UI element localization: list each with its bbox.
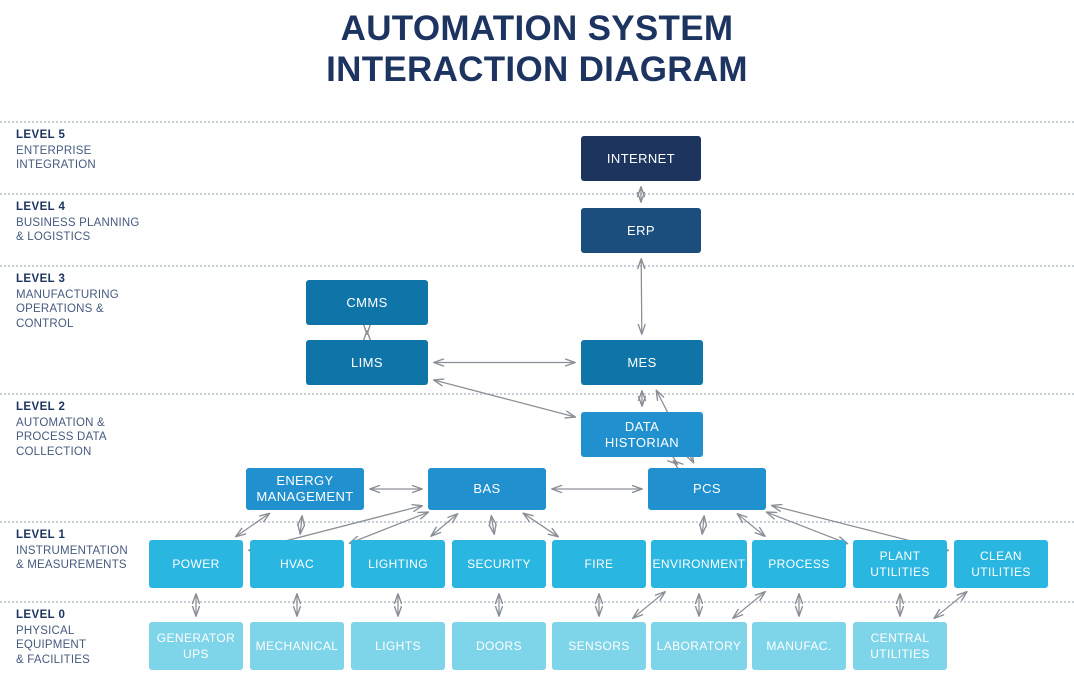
level-divider-0 (0, 601, 1074, 603)
connector-pcs-to-plantutil (767, 512, 848, 543)
node-pcs[interactable]: PCS (648, 468, 766, 510)
node-sensors[interactable]: SENSORS (552, 622, 646, 670)
node-label: POWER (172, 557, 220, 571)
node-cmms[interactable]: CMMS (306, 280, 428, 325)
node-environment[interactable]: ENVIRONMENT (651, 540, 747, 588)
node-label: PROCESS (768, 557, 830, 571)
level-caption-name: LEVEL 1 (16, 529, 66, 541)
node-security[interactable]: SECURITY (452, 540, 546, 588)
node-manufac[interactable]: MANUFAC. (752, 622, 846, 670)
node-label: MES (627, 354, 657, 370)
connector-process-to-laboratory (733, 592, 765, 618)
node-label: CMMS (346, 294, 388, 310)
level-caption-name: LEVEL 0 (16, 609, 66, 621)
node-mechanical[interactable]: MECHANICAL (250, 622, 344, 670)
node-label: INTERNET (606, 150, 676, 166)
node-process[interactable]: PROCESS (752, 540, 846, 588)
level-caption-description: INSTRUMENTATION& MEASUREMENTS (16, 544, 128, 572)
connector-energy-to-power (236, 513, 270, 536)
level-caption-name: LEVEL 4 (16, 201, 66, 213)
node-lims[interactable]: LIMS (306, 340, 428, 385)
level-caption-level-4: LEVEL 4 BUSINESS PLANNING& LOGISTICS (16, 200, 166, 245)
node-label: MANUFAC. (766, 639, 832, 653)
node-bas[interactable]: BAS (428, 468, 546, 510)
connector-energy-to-hvac (300, 516, 302, 534)
level-caption-name: LEVEL 5 (16, 129, 66, 141)
node-fire[interactable]: FIRE (552, 540, 646, 588)
node-label: SENSORS (568, 639, 630, 653)
connector-pcs-to-process (737, 514, 765, 536)
connector-cleanutil-to-centralutil (934, 592, 967, 618)
node-label: BAS (473, 481, 501, 496)
title-line-2: INTERACTION DIAGRAM (326, 50, 748, 90)
level-caption-description: BUSINESS PLANNING& LOGISTICS (16, 216, 140, 244)
level-divider-4 (0, 193, 1074, 195)
level-divider-1 (0, 521, 1074, 523)
node-label: LIGHTING (368, 557, 428, 571)
node-erp[interactable]: ERP (581, 208, 701, 253)
node-label: ENVIRONMENT (652, 557, 746, 571)
node-label: HVAC (279, 557, 315, 571)
node-label: LIGHTS (375, 639, 421, 653)
connector-environment-to-sensors (633, 592, 665, 618)
node-internet[interactable]: INTERNET (581, 136, 701, 181)
node-mes[interactable]: MES (581, 340, 703, 385)
level-divider-3 (0, 265, 1074, 267)
connector-bas-to-security (491, 516, 494, 534)
node-lights[interactable]: LIGHTS (351, 622, 445, 670)
node-power[interactable]: POWER (149, 540, 243, 588)
level-divider-5 (0, 121, 1074, 123)
node-doors[interactable]: DOORS (452, 622, 546, 670)
level-divider-2 (0, 393, 1074, 395)
connector-erp-to-mes (641, 259, 642, 334)
node-lighting[interactable]: LIGHTING (351, 540, 445, 588)
connector-lims-to-historian (434, 380, 575, 417)
connector-pcs-to-environment (702, 516, 704, 534)
node-laboratory[interactable]: LABORATORY (651, 622, 747, 670)
level-caption-name: LEVEL 3 (16, 273, 66, 285)
node-hvac[interactable]: HVAC (250, 540, 344, 588)
page-title: AUTOMATION SYSTEM INTERACTION DIAGRAM (0, 8, 1074, 91)
connector-bas-to-lighting (431, 514, 457, 536)
node-label: MECHANICAL (255, 639, 339, 653)
level-caption-level-1: LEVEL 1 INSTRUMENTATION& MEASUREMENTS (16, 528, 166, 573)
level-caption-name: LEVEL 2 (16, 401, 66, 413)
node-label: SECURITY (467, 557, 531, 571)
connector-bas-to-hvac (350, 512, 429, 543)
node-label: ERP (627, 222, 655, 238)
node-label: LABORATORY (656, 639, 742, 653)
connector-historian-to-pcs (673, 461, 677, 464)
connector-bas-to-fire (523, 513, 558, 536)
node-label: FIRE (584, 557, 614, 571)
title-line-1: AUTOMATION SYSTEM (340, 9, 734, 48)
node-label: PCS (693, 481, 721, 496)
node-label: LIMS (351, 354, 383, 370)
node-label: DOORS (475, 639, 522, 653)
